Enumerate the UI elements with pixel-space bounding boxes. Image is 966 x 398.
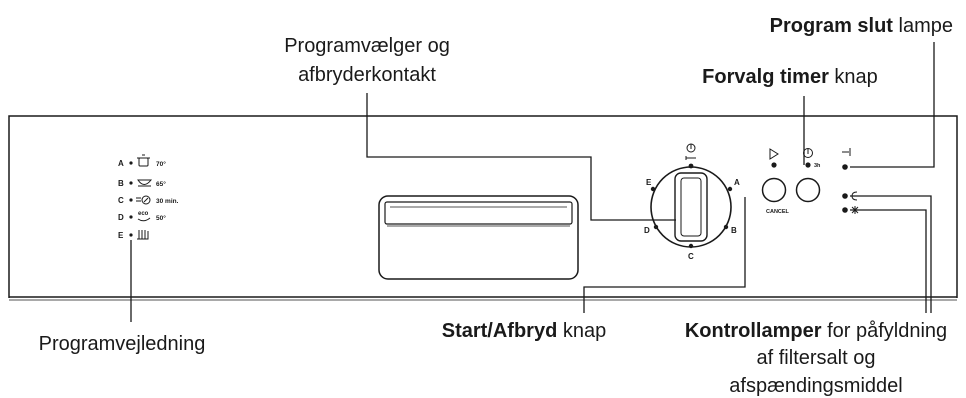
guide-value: 30 min.: [156, 198, 179, 205]
leader-lines: [130, 42, 935, 322]
dial-position-d: D: [644, 226, 650, 235]
eco-icon: eco: [137, 211, 151, 222]
end-lamp: [842, 148, 851, 170]
callout-timer: Forvalg timer knap: [702, 66, 878, 88]
bowl-icon: [137, 179, 153, 187]
power-icon: [685, 143, 696, 160]
guide-letter: B: [118, 179, 124, 188]
dial-position-b: B: [731, 226, 737, 235]
guide-value: 65°: [156, 180, 166, 188]
start-cancel-button[interactable]: CANCEL: [761, 148, 790, 215]
end-icon: [842, 148, 851, 156]
callout-program-selector: Programvælger og afbryderkontakt: [284, 35, 450, 86]
guide-letter: C: [118, 196, 124, 205]
guide-letter: E: [118, 231, 124, 240]
svg-text:Kontrollamper for påfyldning: Kontrollamper for påfyldning: [685, 320, 947, 342]
dial-position-c: C: [688, 252, 694, 261]
guide-row-b: B 65°: [118, 179, 166, 188]
svg-text:eco: eco: [138, 211, 149, 217]
timer-icon: [803, 148, 813, 158]
guide-letter: D: [118, 213, 124, 222]
pot-icon: [137, 154, 150, 167]
quick-wash-icon: [136, 195, 151, 205]
callout-control-lamps: Kontrollamper for påfyldning af filtersa…: [685, 320, 947, 397]
callout-end-lamp: Program slut lampe: [770, 15, 953, 37]
program-selector-dial[interactable]: A B C D E: [644, 143, 740, 261]
door-handle[interactable]: [378, 195, 579, 280]
dial-position-a: A: [734, 178, 740, 187]
svg-text:afbryderkontakt: afbryderkontakt: [298, 64, 436, 86]
cancel-label: CANCEL: [766, 209, 790, 215]
guide-row-c: C 30 min.: [118, 195, 179, 205]
guide-row-a: A 70°: [118, 154, 166, 168]
control-panel: [8, 115, 958, 301]
callout-program-guide: Programvejledning: [39, 333, 206, 355]
svg-text:Programvælger og: Programvælger og: [284, 35, 450, 57]
timer-button[interactable]: 3h: [795, 148, 822, 203]
guide-value: 50°: [156, 214, 166, 222]
program-guide-list: A 70° B 65° C: [118, 154, 179, 240]
guide-letter: A: [118, 159, 124, 168]
svg-text:afspændingsmiddel: afspændingsmiddel: [729, 375, 902, 397]
callout-start: Start/Afbryd knap: [442, 320, 607, 342]
rinse-icon: [137, 230, 149, 240]
guide-row-e: E: [118, 230, 149, 240]
guide-row-d: D eco 50°: [118, 211, 166, 222]
timer-label: 3h: [814, 163, 821, 169]
guide-value: 70°: [156, 160, 166, 168]
svg-text:af filtersalt og: af filtersalt og: [757, 347, 876, 369]
dial-position-e: E: [646, 178, 652, 187]
play-icon: [769, 148, 779, 160]
